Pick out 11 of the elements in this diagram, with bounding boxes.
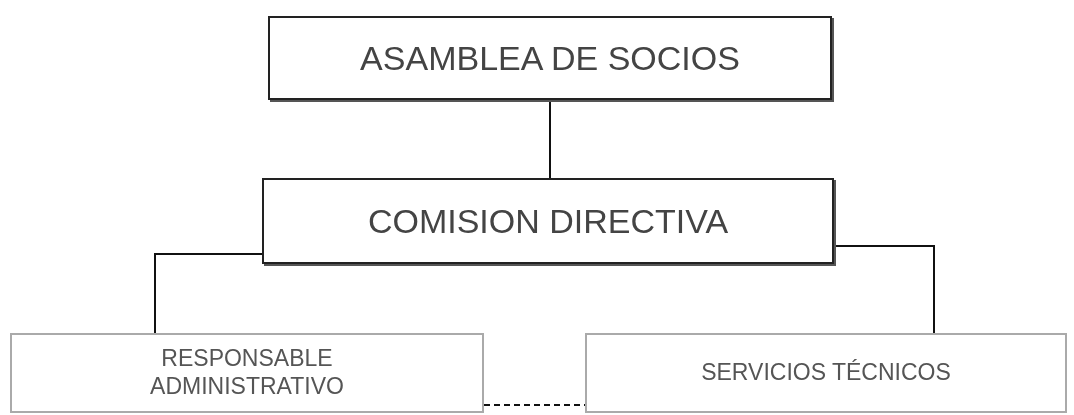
box-label: RESPONSABLE ADMINISTRATIVO	[149, 345, 345, 401]
org-box	[262, 178, 834, 264]
box-label: SERVICIOS TÉCNICOS	[701, 359, 951, 387]
org-box	[585, 333, 1067, 413]
box-label: COMISION DIRECTIVA	[367, 201, 729, 241]
connector-line	[833, 245, 935, 334]
connector-line	[549, 99, 551, 179]
org-box	[10, 333, 484, 413]
box-label: ASAMBLEA DE SOCIOS	[360, 38, 740, 78]
org-box	[268, 16, 832, 100]
connector-line	[154, 253, 263, 334]
